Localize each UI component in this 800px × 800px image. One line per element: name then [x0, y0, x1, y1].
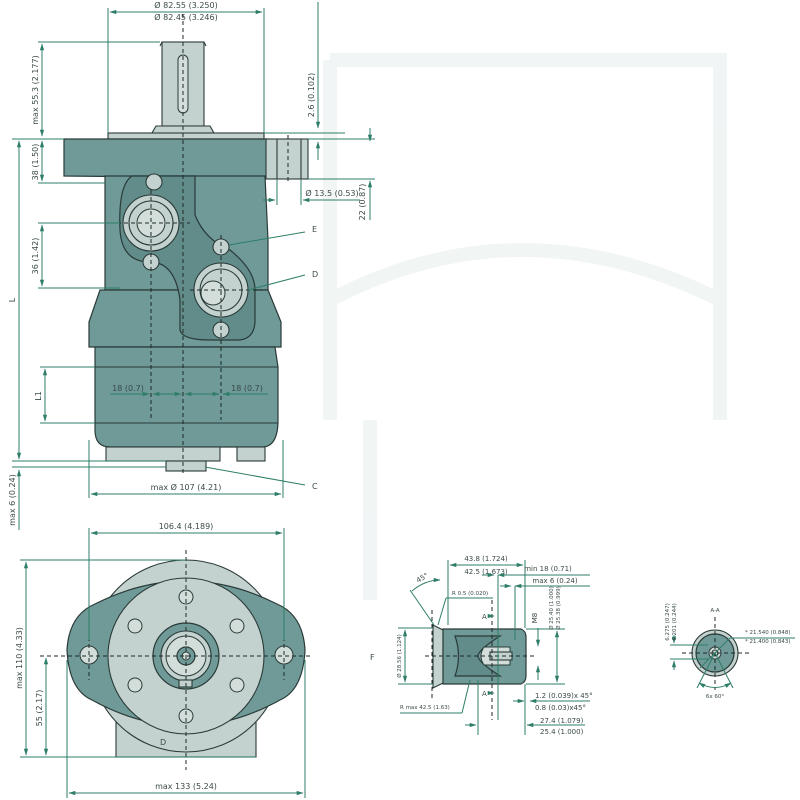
shaft-length: max 55.3 (2.177) [31, 55, 40, 124]
bolt-pattern [127, 589, 245, 724]
callout-d: D [312, 270, 318, 279]
side-view [63, 14, 309, 475]
flange-thickness: 22 (0.87) [358, 184, 367, 221]
pilot-diameter-max: Ø 82.55 (3.250) [154, 0, 217, 10]
section-aa: A-A 6.275 (0.247) 6.201 (0.244) * 21.540… [665, 603, 795, 700]
end-cover [105, 446, 221, 462]
section-title: A-A [710, 608, 720, 614]
chamfer-1: 1.2 (0.039)x 45° [535, 692, 593, 700]
length-min: 25.4 (1.000) [540, 728, 584, 736]
collar-diameter: Ø 28.56 (1.124) [396, 634, 403, 678]
end-plug-c [165, 460, 207, 472]
shaft-length-min: 42.5 (1.673) [464, 568, 508, 576]
shaft-detail-dimensions: 43.8 (1.724) 42.5 (1.673) min 18 (0.71) … [396, 555, 593, 736]
pilot-diameter-min: Ø 82.45 (3.246) [154, 12, 217, 22]
radius-label: R 0.5 (0.020) [452, 591, 488, 597]
flange-ear [265, 138, 309, 180]
angle-label: 45° [415, 572, 430, 585]
shaft-diameter-min: Ø 25.38 (0.999) [555, 586, 562, 630]
bolt-icon [229, 677, 245, 693]
chamfer-2: 0.8 (0.03)x45° [535, 704, 586, 712]
spline-min: * 21.400 (0.843) [745, 639, 791, 645]
bolt-icon [178, 708, 194, 724]
offset-left: 18 (0.7) [112, 384, 144, 393]
length-max: 27.4 (1.079) [540, 717, 584, 725]
spline-pattern: 6x 60° [706, 694, 725, 700]
bolt [145, 173, 163, 191]
radius-max: R max 42.5 (1.63) [400, 705, 450, 711]
callout-c: C [312, 482, 318, 491]
front-height: max 110 (4.33) [15, 627, 24, 689]
port-spacing-1: 38 (1.50) [31, 144, 40, 181]
bolt-icon [178, 589, 194, 605]
key-width-max: 6.275 (0.247) [665, 603, 671, 641]
side-view-dimensions: Ø 82.55 (3.250) Ø 82.45 (3.246) max 55.3… [8, 0, 375, 530]
mount-hole: Ø 13.5 (0.53) [305, 188, 358, 198]
bolt-icon [127, 677, 143, 693]
label-f: F [370, 653, 375, 662]
thread-label: M8 [531, 613, 539, 624]
front-view-dimensions: 106.4 (4.189) max 110 (4.33) 55 (2.17) m… [15, 522, 306, 798]
l1-label: L1 [34, 391, 43, 401]
front-width: max 133 (5.24) [155, 782, 217, 791]
section-mark-bottom: A [482, 690, 487, 698]
shaft-length-max: 43.8 (1.724) [464, 555, 508, 563]
bolt-icon [127, 618, 143, 634]
bolt-icon [229, 618, 245, 634]
watermark [323, 53, 727, 600]
shaft-diameter-max: Ø 25.40 (1.000) [548, 586, 555, 630]
front-callout-d: D [160, 738, 166, 747]
section-mark-top: A [482, 613, 487, 621]
overall-length-label: L [8, 297, 17, 302]
thread-offset: max 6 (0.24) [532, 577, 577, 585]
offset-right: 18 (0.7) [231, 384, 263, 393]
motor-housing [94, 346, 279, 448]
mounting-flange [63, 138, 271, 179]
center-height: 55 (2.17) [35, 690, 44, 727]
bolt-circle: 106.4 (4.189) [159, 522, 214, 531]
body-diameter: max Ø 107 (4.21) [151, 482, 222, 492]
callout-e: E [312, 225, 317, 234]
front-view: D [40, 550, 310, 770]
key-width-min: 6.201 (0.244) [672, 603, 678, 641]
spline-max: * 21.540 (0.848) [745, 630, 791, 636]
shaft-detail: F [370, 600, 535, 720]
pilot-height: 2.6 (0.102) [307, 73, 316, 117]
port-spacing-2: 36 (1.42) [31, 238, 40, 275]
thread-depth: min 18 (0.71) [524, 565, 572, 573]
bottom-protrusion: max 6 (0.24) [8, 474, 17, 526]
